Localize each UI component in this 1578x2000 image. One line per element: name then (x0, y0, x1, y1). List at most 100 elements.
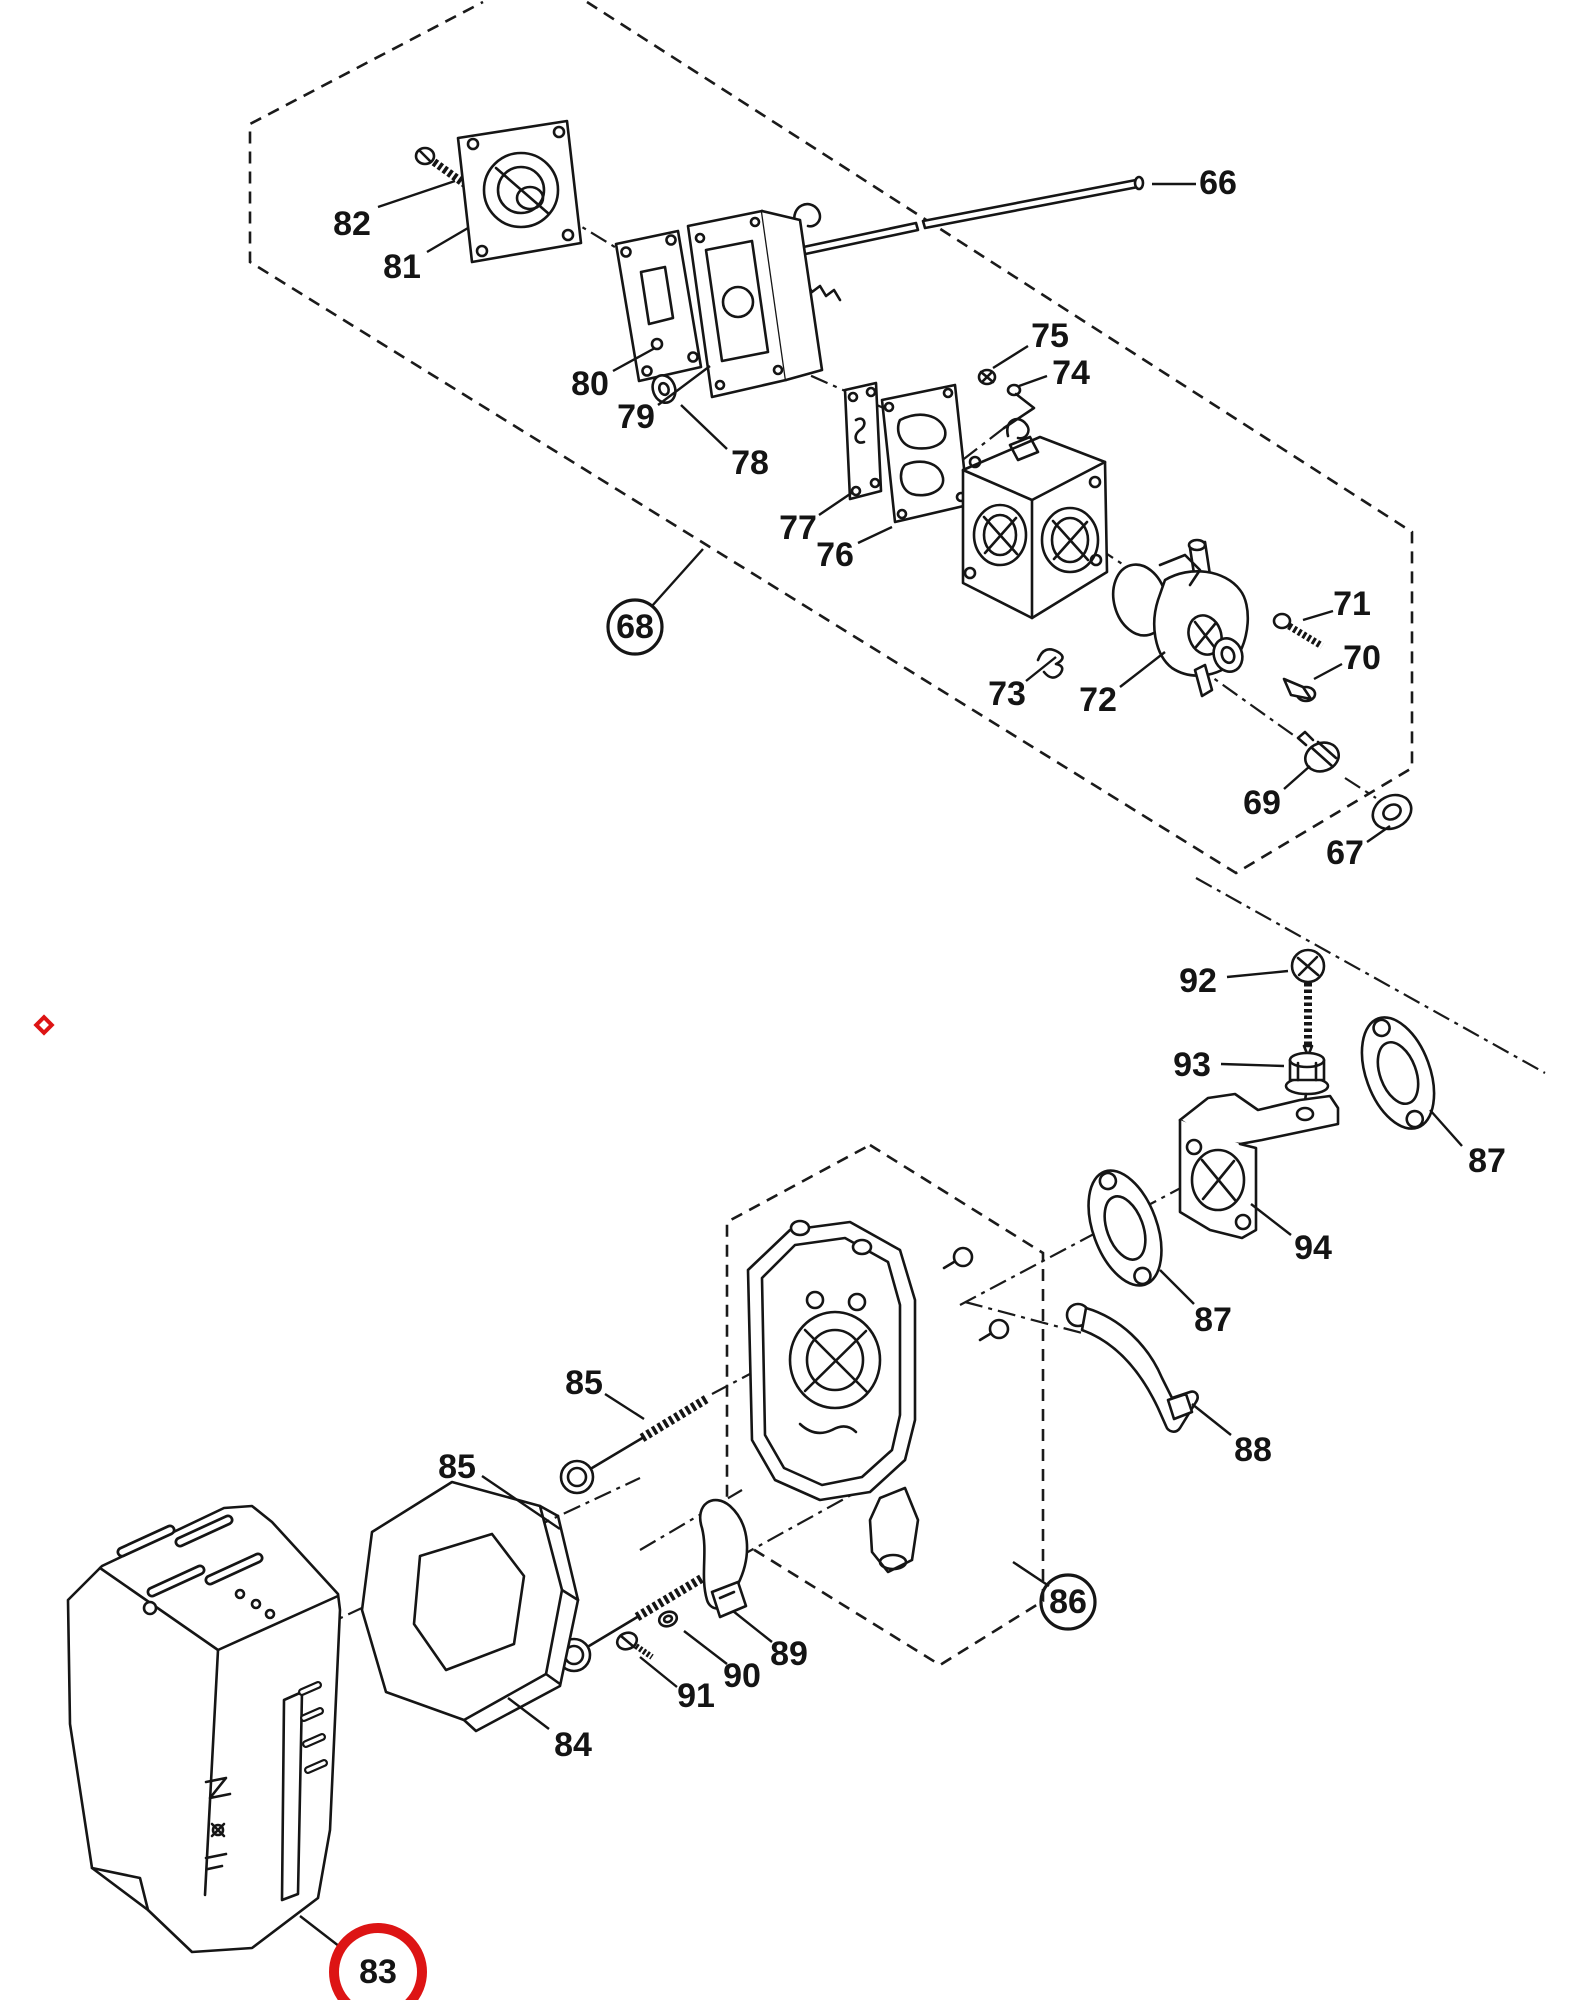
leader-line-85 (604, 1392, 645, 1421)
cover-brand-glyph (204, 1776, 232, 1871)
part-67-seal-ring (1371, 793, 1413, 831)
part-callout-93: 93 (1173, 1046, 1211, 1084)
part-callout-94: 94 (1294, 1229, 1332, 1267)
part-callout-92: 92 (1179, 962, 1217, 1000)
part-92-screw (1290, 948, 1326, 1058)
leader-line-87 (1429, 1109, 1463, 1147)
part-callout-84: 84 (554, 1726, 592, 1764)
part-callout-79: 79 (617, 398, 655, 436)
part-callout-80: 80 (571, 365, 609, 403)
part-callout-72: 72 (1079, 681, 1117, 719)
leader-line-92 (1226, 969, 1289, 979)
cover-top-vents (116, 1514, 264, 1598)
part-89-clamp-loop (699, 1498, 749, 1619)
part-callout-90: 90 (723, 1657, 761, 1695)
leader-line-70 (1313, 662, 1343, 681)
part-83-air-cleaner-cover (66, 1504, 342, 1954)
part-callout-86: 86 (1049, 1583, 1087, 1621)
leader-line-71 (1302, 609, 1334, 622)
leader-line-87 (1159, 1269, 1195, 1305)
leader-line-74 (1018, 374, 1048, 388)
part-66-throttle-rod (792, 175, 1145, 258)
part-callout-74: 74 (1052, 354, 1090, 392)
part-callout-85: 85 (438, 1448, 476, 1486)
part-87-gasket-right (1360, 1016, 1436, 1130)
part-callout-89: 89 (770, 1635, 808, 1673)
part-callout-83: 83 (359, 1953, 397, 1991)
leader-line-76 (857, 525, 893, 545)
leader-line-91 (639, 1656, 678, 1688)
group-86-boundary (725, 1143, 1045, 1667)
part-85-bolt-upper (559, 1394, 711, 1495)
part-callout-88: 88 (1234, 1431, 1272, 1469)
group-68-boundary (248, 0, 1414, 875)
leader-line-72 (1119, 651, 1166, 688)
leader-line-69 (1283, 765, 1311, 790)
red-diamond-marker (33, 1014, 55, 1036)
part-callout-75: 75 (1031, 317, 1069, 355)
part-callout-77: 77 (779, 509, 817, 547)
part-80-gasket (614, 229, 703, 383)
leader-line-79 (657, 365, 711, 406)
part-carburetor-body-upper (961, 417, 1109, 620)
part-75-nut (977, 368, 997, 386)
part-callout-81: 81 (383, 248, 421, 286)
group-circle-86 (1039, 1573, 1097, 1631)
leader-line-67 (1366, 825, 1391, 843)
part-callout-87: 87 (1468, 1142, 1506, 1180)
part-callout-67: 67 (1326, 834, 1364, 872)
part-93-nut (1284, 1051, 1330, 1096)
leader-line-83 (299, 1915, 345, 1951)
part-carburetor-body-lower (746, 1219, 1010, 1574)
leader-line-94 (1250, 1203, 1292, 1236)
leader-line-85 (481, 1475, 561, 1530)
highlight-red-circle-83 (329, 1923, 427, 2000)
part-callout-82: 82 (333, 205, 371, 243)
leader-line-77 (818, 491, 854, 516)
part-90-washer (657, 1610, 679, 1628)
part-87-gasket-left (1087, 1169, 1163, 1287)
leader-line-75 (992, 344, 1029, 370)
leader-line-81 (426, 226, 469, 254)
leader-line-73 (1025, 656, 1057, 682)
part-88-choke-lever (1065, 1302, 1199, 1433)
part-74-washer (1006, 383, 1022, 397)
part-callout-66: 66 (1199, 164, 1237, 202)
cover-side-vents (298, 1681, 328, 1774)
part-callout-70: 70 (1343, 639, 1381, 677)
leader-line-80 (612, 346, 656, 373)
part-callout-73: 73 (988, 675, 1026, 713)
leader-line-86 (1012, 1561, 1050, 1587)
part-callout-87: 87 (1194, 1301, 1232, 1339)
leader-line-84 (507, 1697, 550, 1730)
part-77-gasket (843, 381, 883, 501)
leader-line-82 (377, 179, 456, 209)
part-callout-78: 78 (731, 444, 769, 482)
part-callout-76: 76 (816, 536, 854, 574)
part-73-clip (1036, 648, 1064, 679)
part-91-screw (615, 1631, 654, 1660)
leader-line-90 (683, 1630, 728, 1665)
part-callout-85: 85 (565, 1364, 603, 1402)
group-circle-68 (606, 598, 664, 656)
part-76-plate (880, 383, 970, 524)
part-94-bracket (1178, 1092, 1340, 1240)
part-71-screw (1272, 612, 1324, 649)
part-70-idle-screw (1282, 677, 1317, 703)
leader-line-89 (732, 1610, 773, 1643)
leader-line-93 (1220, 1062, 1285, 1068)
part-79-pump-body (686, 202, 842, 399)
part-callout-68: 68 (616, 608, 654, 646)
part-callout-71: 71 (1333, 585, 1371, 623)
part-callout-91: 91 (677, 1677, 715, 1715)
part-69-valve (1296, 730, 1340, 773)
leader-line-78 (680, 404, 728, 450)
leader-line-88 (1191, 1403, 1232, 1436)
part-81-plate (456, 119, 583, 264)
part-74-pointer (1002, 392, 1036, 430)
leader-line-68 (651, 548, 704, 607)
part-85-bolt-lower (556, 1573, 707, 1673)
